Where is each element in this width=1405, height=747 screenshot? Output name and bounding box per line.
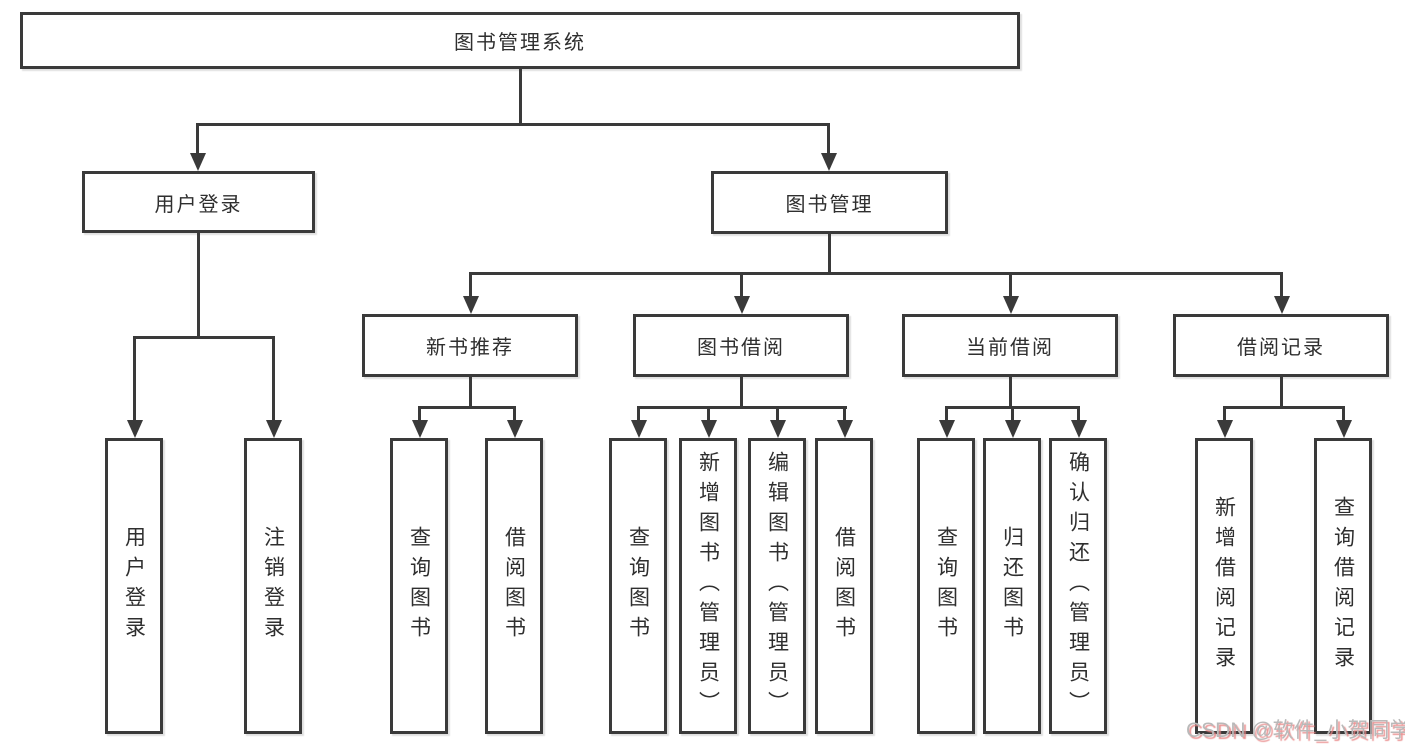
node-leaf-logout: 注销登录 xyxy=(244,438,302,734)
arrow-down-icon xyxy=(1335,406,1352,438)
connector-current-borrowing-stem xyxy=(1009,377,1012,409)
connector-book-management-branch xyxy=(469,272,1283,275)
node-label: 注销登录 xyxy=(261,526,285,646)
arrow-down-icon xyxy=(733,272,750,314)
node-current-borrowing: 当前借阅 xyxy=(902,314,1118,377)
arrow-down-icon xyxy=(1002,272,1019,314)
node-leaf-borrow-books-recommend: 借阅图书 xyxy=(485,438,543,734)
arrow-down-icon xyxy=(1273,272,1290,314)
arrow-down-icon xyxy=(411,406,428,438)
node-leaf-query-books: 查询图书 xyxy=(609,438,667,734)
arrow-down-icon xyxy=(769,406,786,438)
node-leaf-return-books: 归还图书 xyxy=(983,438,1041,734)
node-label: 查询图书 xyxy=(934,526,958,646)
node-label: 当前借阅 xyxy=(966,337,1054,359)
node-label: 查询图书 xyxy=(626,526,650,646)
arrow-down-icon xyxy=(1070,406,1087,438)
connector-user-login-stem xyxy=(197,233,200,339)
node-label: 图书管理系统 xyxy=(454,32,586,54)
node-new-book-recommendation: 新书推荐 xyxy=(362,314,578,377)
arrow-down-icon xyxy=(630,406,647,438)
node-leaf-query-borrow-record: 查询借阅记录 xyxy=(1314,438,1372,734)
arrow-down-icon xyxy=(126,336,143,438)
node-leaf-query-books-current: 查询图书 xyxy=(917,438,975,734)
node-label: 用户登录 xyxy=(122,526,146,646)
node-label: 新书推荐 xyxy=(426,337,514,359)
node-label: 图书借阅 xyxy=(697,337,785,359)
node-leaf-query-books-recommend: 查询图书 xyxy=(390,438,448,734)
node-leaf-user-login: 用户登录 xyxy=(105,438,163,734)
node-leaf-add-books-admin: 新增图书（管理员） xyxy=(679,438,737,734)
arrow-down-icon xyxy=(938,406,955,438)
node-leaf-borrow-books: 借阅图书 xyxy=(815,438,873,734)
csdn-watermark: CSDN @软件_小贺同学 xyxy=(1186,719,1405,742)
node-label: 借阅记录 xyxy=(1237,337,1325,359)
arrow-down-icon xyxy=(506,406,523,438)
node-leaf-edit-books-admin: 编辑图书（管理员） xyxy=(748,438,806,734)
connector-book-borrowing-stem xyxy=(740,377,743,409)
connector-new-book-stem xyxy=(469,377,472,409)
node-label: 查询借阅记录 xyxy=(1331,496,1355,676)
connector-book-borrowing-branch xyxy=(637,406,847,409)
node-user-login: 用户登录 xyxy=(82,171,315,233)
arrow-down-icon xyxy=(189,123,206,171)
connector-book-management-stem xyxy=(828,234,831,275)
node-label: 新增借阅记录 xyxy=(1212,496,1236,676)
node-leaf-confirm-return-admin: 确认归还（管理员） xyxy=(1049,438,1107,734)
arrow-down-icon xyxy=(1216,406,1233,438)
node-book-borrowing: 图书借阅 xyxy=(633,314,849,377)
node-label: 确认归还（管理员） xyxy=(1066,451,1090,721)
node-label: 借阅图书 xyxy=(832,526,856,646)
node-root-library-management-system: 图书管理系统 xyxy=(20,12,1020,69)
node-label: 借阅图书 xyxy=(502,526,526,646)
arrow-down-icon xyxy=(1004,406,1021,438)
arrow-down-icon xyxy=(265,336,282,438)
connector-new-book-branch xyxy=(418,406,516,409)
connector-root-stem xyxy=(519,69,522,126)
connector-borrowing-records-branch xyxy=(1223,406,1345,409)
node-borrowing-records: 借阅记录 xyxy=(1173,314,1389,377)
arrow-down-icon xyxy=(462,272,479,314)
arrow-down-icon xyxy=(820,123,837,171)
connector-root-branch xyxy=(196,123,830,126)
arrow-down-icon xyxy=(836,406,853,438)
connector-user-login-branch xyxy=(133,336,275,339)
node-label: 编辑图书（管理员） xyxy=(765,451,789,721)
node-label: 用户登录 xyxy=(154,193,243,216)
node-label: 新增图书（管理员） xyxy=(696,451,720,721)
node-label: 图书管理 xyxy=(785,194,874,216)
node-label: 归还图书 xyxy=(1000,526,1024,646)
node-label: 查询图书 xyxy=(407,526,431,646)
node-leaf-add-borrow-record: 新增借阅记录 xyxy=(1195,438,1253,734)
arrow-down-icon xyxy=(700,406,717,438)
node-book-management: 图书管理 xyxy=(711,171,948,234)
connector-borrowing-records-stem xyxy=(1280,377,1283,409)
